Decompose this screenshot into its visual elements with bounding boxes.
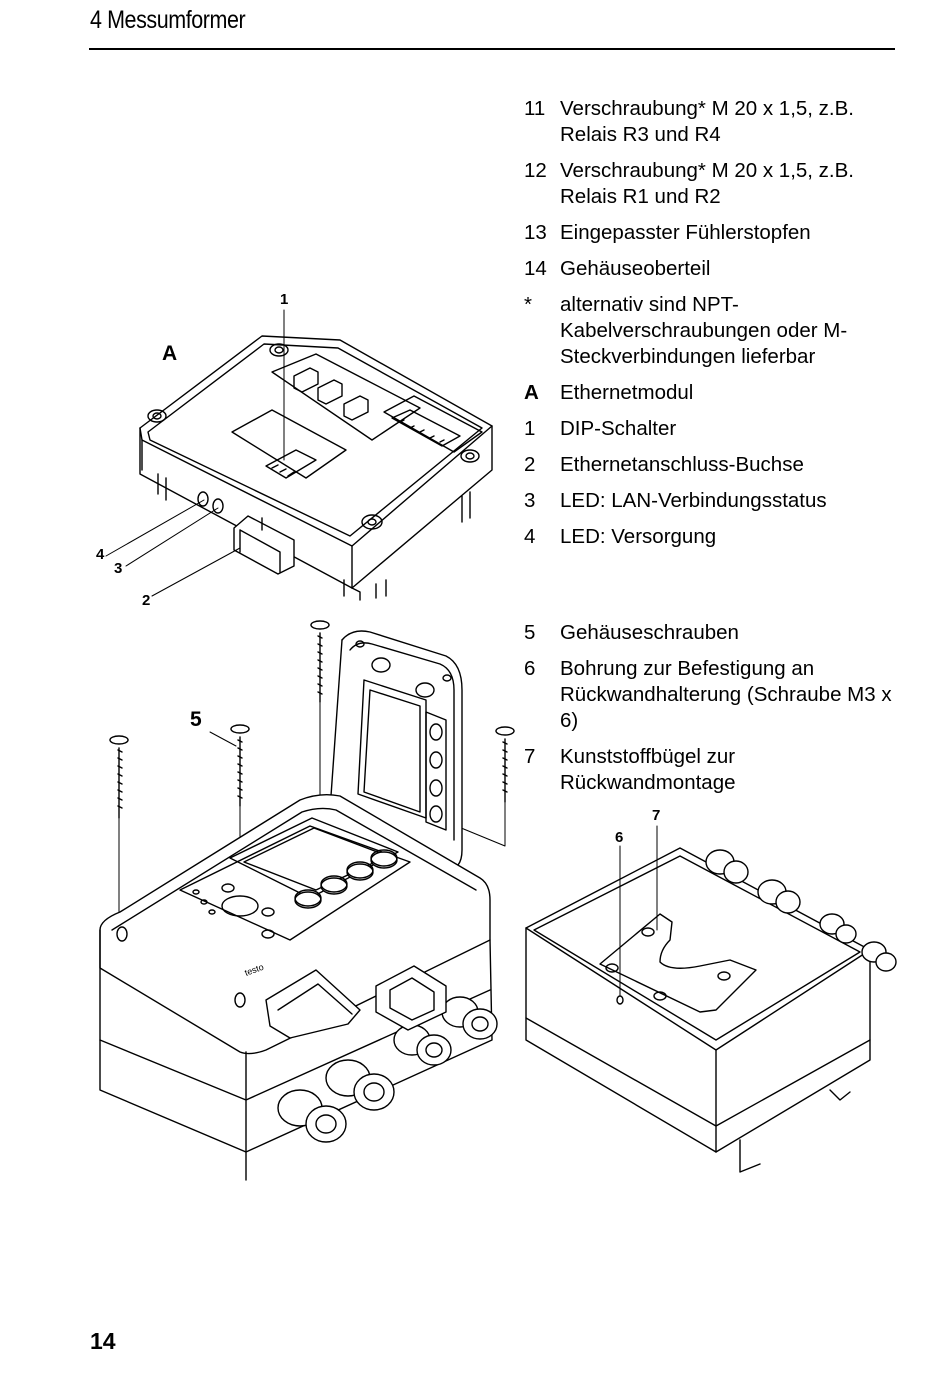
legend-num: 6	[524, 657, 536, 680]
cable-glands	[277, 996, 498, 1143]
legend-item: A Ethernetmodul	[524, 380, 904, 406]
legend-text: alternativ sind NPT-Kabelverschraubungen…	[560, 293, 848, 368]
legend-text: Verschraubung* M 20 x 1,5, z.B. Relais R…	[560, 97, 854, 146]
callout-6: 6	[615, 829, 623, 846]
housing-screws	[109, 620, 515, 819]
legend-num: *	[524, 293, 532, 316]
legend-item: 7 Kunststoffbügel zur Rückwandmontage	[524, 744, 904, 796]
legend-num: 3	[524, 489, 536, 512]
legend-text: Ethernetanschluss-Buchse	[560, 453, 804, 476]
legend-num: 7	[524, 745, 536, 768]
legend-item: 3 LED: LAN-Verbindungsstatus	[524, 488, 904, 514]
callout-4: 4	[96, 546, 105, 563]
transmitter-body-figure: testo	[99, 620, 515, 1181]
legend-text: Gehäuseoberteil	[560, 257, 711, 280]
legend-text: Gehäuseschrauben	[560, 621, 739, 644]
legend-item: 2 Ethernetanschluss-Buchse	[524, 452, 904, 478]
callout-1: 1	[280, 291, 288, 308]
callout-labels: A 1 2 3 4 5 6 7	[96, 291, 660, 846]
callout-2: 2	[142, 592, 150, 609]
legend-text: Verschraubung* M 20 x 1,5, z.B. Relais R…	[560, 159, 854, 208]
leader-lines-module	[105, 309, 285, 597]
page-number: 14	[90, 1328, 116, 1354]
callout-7: 7	[652, 807, 660, 824]
legend-item: 14 Gehäuseoberteil	[524, 256, 904, 282]
legend-num: 4	[524, 525, 536, 548]
legend-text: LED: LAN-Verbindungsstatus	[560, 489, 827, 512]
legend-num: 11	[524, 97, 546, 120]
legend-num: A	[524, 381, 539, 404]
leader-line-5	[209, 731, 237, 747]
housing-bottom-figure	[525, 825, 897, 1173]
legend-item: 5 Gehäuseschrauben	[524, 620, 904, 646]
legend-item: 11 Verschraubung* M 20 x 1,5, z.B. Relais…	[524, 96, 904, 148]
legend-item: 1 DIP-Schalter	[524, 416, 904, 442]
legend-num: 13	[524, 221, 547, 244]
legend-num: 12	[524, 159, 547, 182]
legend-text: LED: Versorgung	[560, 525, 717, 548]
callout-a: A	[162, 342, 177, 365]
page-header: 4 Messumformer	[90, 6, 246, 34]
legend-num: 5	[524, 621, 536, 644]
callout-3: 3	[114, 560, 122, 577]
legend-text: Eingepasster Fühlerstopfen	[560, 221, 811, 244]
legend-text: Ethernetmodul	[560, 381, 694, 404]
header-rule	[89, 48, 895, 50]
keypad-buttons	[294, 849, 398, 909]
legend-text: Kunststoffbügel zur Rückwandmontage	[560, 745, 736, 794]
legend-item: 6 Bohrung zur Befestigung an Rückwandhalt…	[524, 656, 904, 734]
legend-item: 4 LED: Versorgung	[524, 524, 904, 550]
legend-num: 1	[524, 417, 536, 440]
legend-text: Bohrung zur Befestigung an Rückwandhalte…	[560, 657, 892, 732]
legend-num: 14	[524, 257, 547, 280]
ethernet-module-figure	[139, 335, 493, 601]
cable-glands-rear	[705, 849, 897, 972]
callout-5: 5	[190, 708, 202, 731]
legend-item: 12 Verschraubung* M 20 x 1,5, z.B. Relais…	[524, 158, 904, 210]
legend-text: DIP-Schalter	[560, 417, 677, 440]
legend-bottom: 5 Gehäuseschrauben 6 Bohrung zur Befestigu…	[524, 620, 904, 806]
legend-item: 13 Eingepasster Fühlerstopfen	[524, 220, 904, 246]
legend-num: 2	[524, 453, 536, 476]
legend-item: * alternativ sind NPT-Kabelverschraubunge…	[524, 292, 904, 370]
